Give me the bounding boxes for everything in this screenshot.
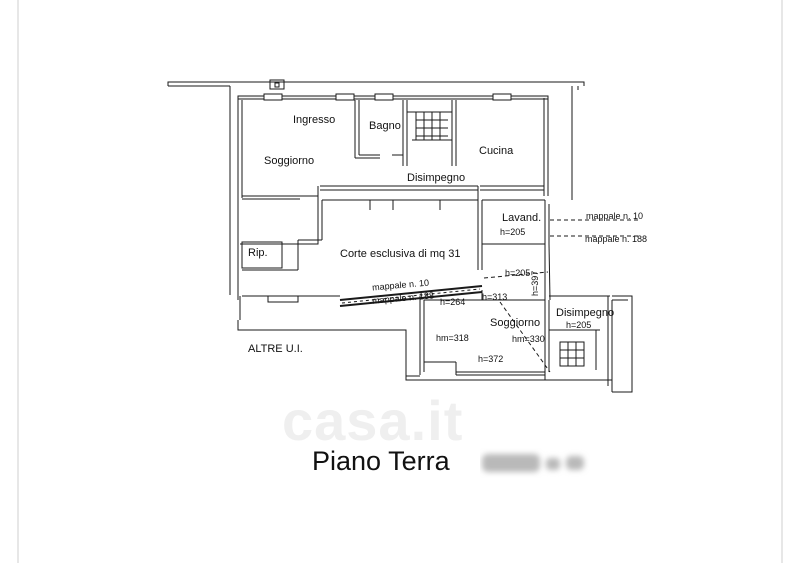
room-disimpegno-lower: Disimpegno (556, 307, 615, 319)
room-lavand: Lavand. (502, 212, 542, 224)
room-soggiorno-upper: Soggiorno (264, 155, 315, 167)
room-disimpegno-upper: Disimpegno (407, 172, 466, 184)
mappale-10-right: mappale n. 10 (586, 211, 644, 221)
label-altre-ui: ALTRE U.I. (248, 343, 303, 355)
dim-h205-disimpegno: h=205 (566, 320, 592, 330)
dim-h205-mid: h=205 (505, 268, 531, 278)
watermark-text: casa.it (282, 389, 464, 452)
dim-h313: h=313 (482, 292, 508, 302)
watermark-logo: casa.it (282, 388, 463, 453)
dim-hm330: hm=330 (512, 334, 545, 344)
dim-h372: h=372 (478, 354, 504, 364)
dim-h205-lavand: h=205 (500, 227, 526, 237)
dim-hm318: hm=318 (436, 333, 469, 343)
dim-h397: h=397 (530, 270, 540, 296)
floor-title: Piano Terra (312, 446, 450, 476)
room-bagno: Bagno (369, 120, 401, 132)
room-corte: Corte esclusiva di mq 31 (340, 248, 461, 260)
redacted-text-blur (482, 454, 584, 472)
room-soggiorno-lower: Soggiorno (490, 317, 541, 329)
room-rip: Rip. (248, 247, 268, 259)
dim-h264: h=264 (440, 297, 466, 307)
mappale-188-right: mappale n. 188 (585, 234, 648, 244)
room-cucina: Cucina (479, 145, 514, 157)
room-ingresso: Ingresso (293, 114, 336, 126)
